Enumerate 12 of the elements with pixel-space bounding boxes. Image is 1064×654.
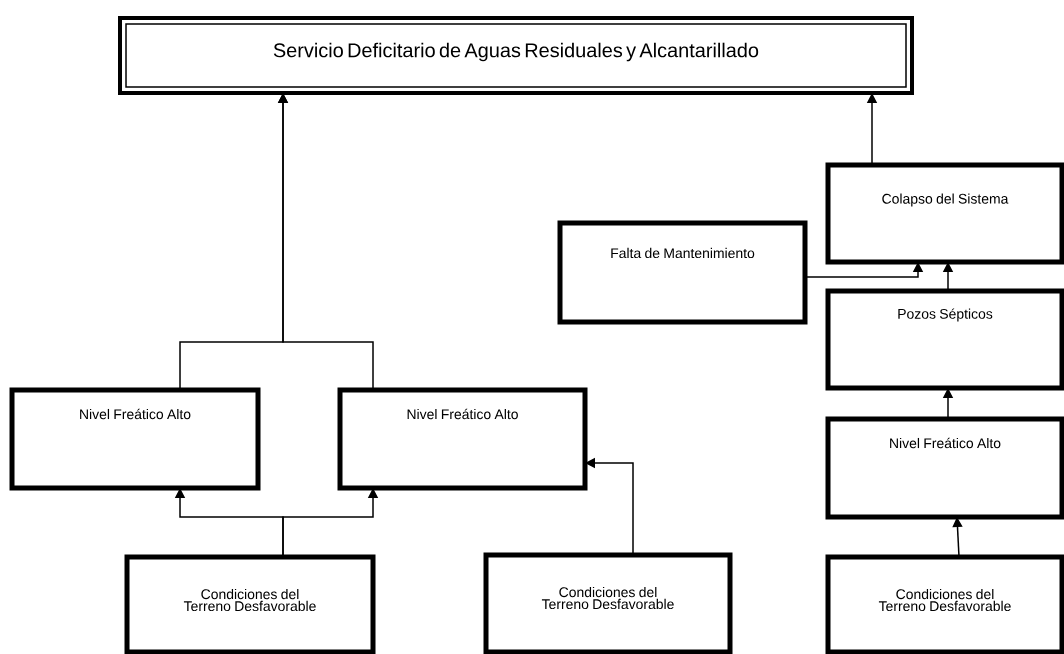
process-box: Condiciones del Terreno Desfavorable	[483, 552, 733, 654]
process-box: Colapso del Sistema	[825, 162, 1064, 265]
arrow	[952, 517, 963, 558]
arrow	[277, 93, 374, 391]
process-box: Falta de Mantenimiento	[557, 220, 808, 325]
process-box: Pozos Sépticos	[825, 288, 1064, 391]
process-box: Nivel Freático Alto	[337, 387, 588, 491]
title-box: Servicio Deficitario de Aguas Residuales y Alcantarillado	[118, 16, 914, 95]
process-box: Nivel Freático Alto	[9, 387, 261, 491]
process-box: Nivel Freático Alto	[825, 416, 1064, 520]
process-box: Condiciones del Terreno Desfavorable	[825, 554, 1064, 654]
process-box: Condiciones del Terreno Desfavorable	[124, 554, 376, 654]
